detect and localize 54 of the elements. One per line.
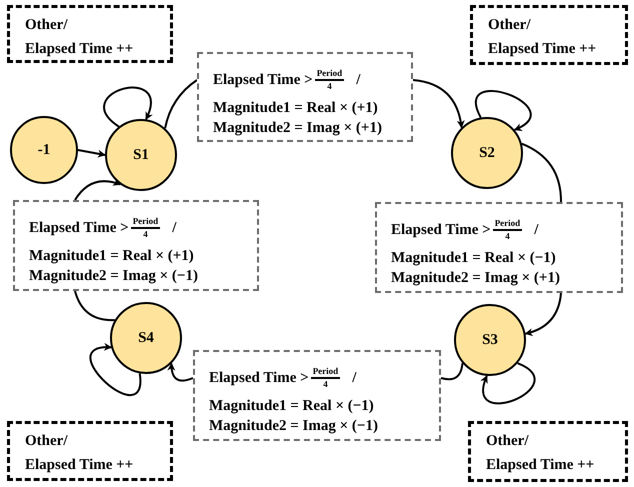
note-box bbox=[7, 5, 173, 63]
assignment-text: Magnitude2 = Imag × (−1) bbox=[209, 417, 379, 436]
arrow bbox=[168, 362, 194, 382]
arrow bbox=[524, 292, 562, 336]
fraction-numerator: Period bbox=[492, 218, 522, 231]
note-text: Elapsed Time ++ bbox=[25, 40, 134, 59]
separator-text: / bbox=[352, 368, 356, 388]
condition-text: Elapsed Time > bbox=[213, 70, 313, 90]
note-box bbox=[7, 421, 173, 481]
transition-box bbox=[13, 200, 259, 291]
fraction-denominator: 4 bbox=[327, 81, 332, 92]
transition-box bbox=[197, 52, 413, 142]
state-label: S1 bbox=[133, 146, 149, 165]
state-label: S3 bbox=[482, 330, 498, 350]
arrow bbox=[412, 79, 464, 128]
note-text: Other/ bbox=[25, 432, 69, 451]
arrow bbox=[475, 90, 532, 131]
arrow bbox=[103, 86, 152, 128]
arrow bbox=[74, 178, 122, 201]
assignment-text: Magnitude1 = Real × (−1) bbox=[391, 249, 557, 268]
arrow bbox=[78, 149, 106, 158]
fraction-numerator: Period bbox=[130, 216, 160, 229]
arrow bbox=[481, 362, 536, 404]
state-label: -1 bbox=[38, 140, 50, 160]
note-text: Elapsed Time ++ bbox=[488, 40, 598, 59]
assignment-text: Magnitude2 = Imag × (+1) bbox=[213, 119, 383, 138]
note-text: Elapsed Time ++ bbox=[486, 456, 596, 475]
note-box bbox=[470, 5, 628, 65]
assignment-text: Magnitude1 = Real × (−1) bbox=[209, 397, 375, 416]
separator-text: / bbox=[534, 220, 538, 240]
condition-text: Elapsed Time > bbox=[391, 220, 491, 240]
fraction-numerator: Period bbox=[310, 366, 340, 379]
transition-box bbox=[193, 350, 441, 441]
fraction-denominator: 4 bbox=[143, 229, 148, 240]
fraction-denominator: 4 bbox=[505, 231, 510, 242]
separator-text: / bbox=[356, 70, 360, 90]
transition-box bbox=[375, 202, 623, 293]
fraction-numerator: Period bbox=[314, 68, 344, 81]
note-text: Other/ bbox=[25, 16, 69, 35]
note-text: Other/ bbox=[486, 432, 530, 451]
assignment-text: Magnitude1 = Real × (+1) bbox=[213, 99, 379, 118]
assignment-text: Magnitude1 = Real × (+1) bbox=[29, 247, 195, 266]
condition-text: Elapsed Time > bbox=[209, 368, 309, 388]
state-label: S2 bbox=[479, 144, 495, 163]
condition-text: Elapsed Time > bbox=[29, 218, 129, 238]
note-text: Other/ bbox=[488, 16, 532, 35]
note-box bbox=[468, 421, 628, 482]
fraction-denominator: 4 bbox=[323, 379, 328, 390]
arrow bbox=[90, 344, 141, 396]
state-label: S4 bbox=[138, 328, 154, 348]
assignment-text: Magnitude2 = Imag × (+1) bbox=[391, 269, 561, 288]
note-text: Elapsed Time ++ bbox=[25, 456, 134, 475]
separator-text: / bbox=[172, 218, 176, 238]
assignment-text: Magnitude2 = Imag × (−1) bbox=[29, 267, 199, 286]
